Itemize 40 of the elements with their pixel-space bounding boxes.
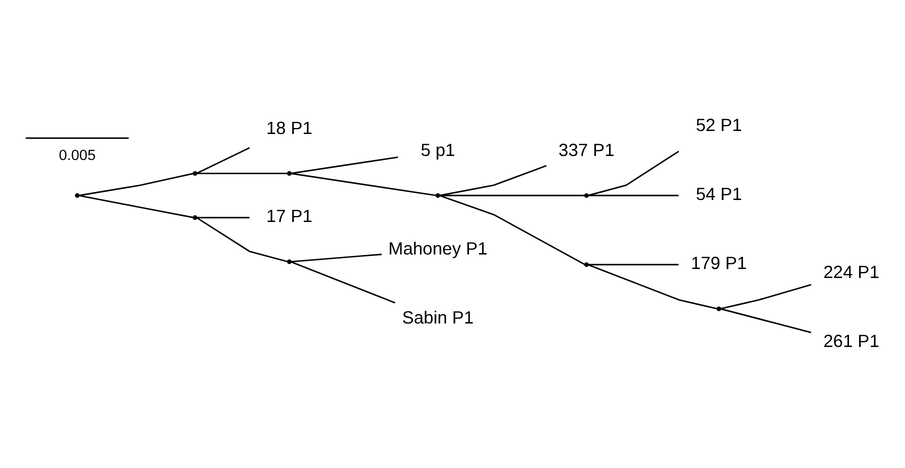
node-text: Sabin P1 bbox=[402, 307, 474, 328]
connector bbox=[439, 164, 547, 196]
node-text: 52 P1 bbox=[696, 114, 742, 134]
node-text: 18 P1 bbox=[266, 117, 312, 138]
node-point bbox=[716, 306, 722, 311]
node-point bbox=[192, 170, 198, 176]
connector bbox=[720, 308, 812, 333]
node-point bbox=[584, 192, 589, 198]
connector bbox=[291, 253, 382, 262]
node-text: 261 P1 bbox=[823, 330, 880, 351]
connector bbox=[291, 156, 398, 174]
node-text: 224 P1 bbox=[823, 262, 880, 282]
node-text: Mahoney P1 bbox=[388, 238, 488, 258]
node-point bbox=[436, 192, 440, 198]
node-point bbox=[287, 258, 292, 264]
connector bbox=[588, 150, 680, 196]
node-text: 17 P1 bbox=[266, 206, 312, 226]
connector bbox=[588, 264, 718, 309]
connector bbox=[290, 260, 396, 303]
connector bbox=[196, 216, 288, 262]
connector bbox=[196, 172, 288, 174]
connector bbox=[291, 172, 436, 196]
node-text: 179 P1 bbox=[690, 252, 747, 273]
connector bbox=[439, 194, 586, 265]
node-point bbox=[192, 214, 198, 220]
connector bbox=[196, 146, 250, 174]
node-text: 5 p1 bbox=[420, 139, 456, 160]
connector bbox=[720, 284, 812, 309]
connector bbox=[588, 194, 679, 196]
label: 0.005 bbox=[58, 148, 96, 164]
node-point bbox=[287, 170, 292, 176]
connector bbox=[440, 194, 585, 196]
node-point bbox=[74, 192, 80, 198]
connector bbox=[196, 216, 250, 218]
connector bbox=[78, 194, 194, 218]
node-point bbox=[584, 262, 589, 266]
node-text: 337 P1 bbox=[558, 139, 614, 160]
connector bbox=[588, 263, 679, 265]
connector bbox=[78, 172, 194, 196]
node-text: 54 P1 bbox=[696, 184, 742, 204]
